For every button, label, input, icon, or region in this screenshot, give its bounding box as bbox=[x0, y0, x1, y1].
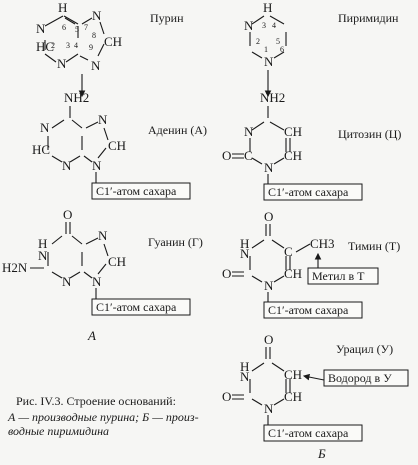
atom-ch: CH bbox=[284, 266, 302, 281]
svg-text:4: 4 bbox=[272, 21, 276, 30]
figure-caption: Рис. IV.3. Строение оснований: А — произ… bbox=[7, 394, 199, 438]
atom-n: N bbox=[36, 21, 46, 36]
atom-n: N bbox=[244, 124, 254, 139]
atom-o: O bbox=[264, 332, 273, 347]
cytosine-structure: NH2 N O C N CH CH C1′-атом сахара Цитози… bbox=[222, 90, 401, 201]
atom-n: N bbox=[240, 369, 250, 384]
svg-text:2: 2 bbox=[51, 41, 55, 50]
pyrimidine-structure: H N N 3 4 2 5 1 6 Пиримидин bbox=[244, 0, 399, 98]
svg-text:8: 8 bbox=[92, 31, 96, 40]
atom-n: N bbox=[264, 160, 274, 175]
atom-o: O bbox=[63, 207, 72, 222]
atom-n: N bbox=[40, 120, 50, 135]
atom-o: O bbox=[222, 148, 231, 163]
atom-n: N bbox=[264, 401, 274, 416]
atom-ch: CH bbox=[284, 389, 302, 404]
atom-ch: CH bbox=[284, 367, 302, 382]
atom-hc: HC bbox=[32, 142, 50, 157]
atom-ch: CH bbox=[284, 148, 302, 163]
sugar-box bbox=[91, 182, 191, 200]
svg-text:1: 1 bbox=[264, 45, 268, 54]
sugar-box-label: C1′-атом сахара bbox=[268, 185, 349, 199]
adenine-structure: NH2 N HC N N N CH C1′-атом сахара Аденин… bbox=[32, 90, 207, 200]
atom-n: N bbox=[98, 112, 108, 127]
sugar-box bbox=[263, 301, 363, 319]
methyl-box bbox=[307, 267, 379, 285]
hydrogen-box-label: Водород в У bbox=[328, 371, 392, 385]
atom-n: N bbox=[57, 56, 67, 71]
svg-text:3: 3 bbox=[262, 21, 266, 30]
atom-n: N bbox=[38, 248, 48, 263]
label-purine: Пурин bbox=[150, 11, 184, 25]
svg-text:7: 7 bbox=[84, 23, 88, 32]
atom-ch: CH bbox=[284, 124, 302, 139]
atom-n: N bbox=[92, 158, 102, 173]
atom-nh2: NH2 bbox=[260, 90, 285, 105]
atom-n: N bbox=[92, 274, 102, 289]
atom-n: N bbox=[240, 246, 250, 261]
atom-n: N bbox=[62, 158, 72, 173]
sugar-box-label: C1′-атом сахара bbox=[268, 303, 349, 317]
sugar-box bbox=[263, 424, 363, 442]
hydrogen-box bbox=[323, 369, 409, 387]
sugar-box bbox=[263, 183, 363, 201]
label-thymine: Тимин (Т) bbox=[348, 239, 400, 253]
guanine-structure: O H N H2N N N N CH C1′-атом сахара Гуани… bbox=[2, 207, 203, 316]
methyl-box-label: Метил в Т bbox=[312, 269, 365, 283]
sugar-box bbox=[91, 298, 191, 316]
atom-o: O bbox=[264, 209, 273, 224]
panel-label-b: Б bbox=[317, 446, 326, 461]
atom-ch3: CH3 bbox=[310, 236, 335, 251]
label-pyrimidine: Пиримидин bbox=[338, 11, 399, 25]
atom-o: O bbox=[222, 266, 231, 281]
atom-n: N bbox=[91, 58, 101, 73]
label-guanine: Гуанин (Г) bbox=[148, 235, 203, 249]
purine-structure: H N HC N N N CH 6 2 3 4 5 7 8 9 Пурин bbox=[36, 0, 184, 98]
label-uracil: Урацил (У) bbox=[336, 342, 393, 356]
atom-c: C bbox=[244, 148, 253, 163]
svg-text:5: 5 bbox=[276, 37, 280, 46]
atom-n: N bbox=[264, 278, 274, 293]
atom-n: N bbox=[244, 18, 254, 33]
svg-text:3: 3 bbox=[66, 41, 70, 50]
svg-text:9: 9 bbox=[89, 43, 93, 52]
svg-text:5: 5 bbox=[75, 25, 79, 34]
uracil-structure: Урацил (У) O H N O N CH CH Водород в У C… bbox=[222, 332, 409, 442]
atom-n: N bbox=[264, 54, 274, 69]
label-cytosine: Цитозин (Ц) bbox=[338, 127, 401, 141]
thymine-structure: O H N O N C CH CH3 Метил в Т C1′-атом са… bbox=[222, 209, 400, 319]
sugar-box-label: C1′-атом сахара bbox=[96, 300, 177, 314]
sugar-box-label: C1′-атом сахара bbox=[96, 184, 177, 198]
atom-h: H bbox=[240, 236, 249, 251]
atom-ch: CH bbox=[108, 254, 126, 269]
atom-ch: CH bbox=[104, 34, 122, 49]
svg-text:2: 2 bbox=[256, 37, 260, 46]
atom-n: N bbox=[98, 228, 108, 243]
atom-n: N bbox=[92, 8, 102, 23]
caption-line-1: Рис. IV.3. Строение оснований: bbox=[16, 394, 176, 408]
svg-text:6: 6 bbox=[62, 23, 66, 32]
atom-nh2: NH2 bbox=[64, 90, 89, 105]
sugar-box-label: C1′-атом сахара bbox=[268, 426, 349, 440]
label-adenine: Аденин (А) bbox=[148, 123, 207, 137]
svg-text:4: 4 bbox=[74, 41, 78, 50]
panel-label-a: А bbox=[87, 328, 96, 343]
caption-line-2: А — производные пурина; Б — произ- bbox=[7, 410, 199, 424]
atom-ch: CH bbox=[108, 138, 126, 153]
atom-h2n: H2N bbox=[2, 260, 28, 275]
atom-h: H bbox=[38, 236, 47, 251]
atom-n: N bbox=[62, 274, 72, 289]
atom-h: H bbox=[58, 0, 67, 15]
caption-line-3: водные пиримидина bbox=[8, 424, 109, 438]
atom-hc: HC bbox=[36, 39, 54, 54]
atom-h: H bbox=[263, 0, 272, 15]
atom-h: H bbox=[240, 359, 249, 374]
svg-text:6: 6 bbox=[280, 45, 284, 54]
atom-o: O bbox=[222, 389, 231, 404]
atom-c: C bbox=[284, 244, 293, 259]
